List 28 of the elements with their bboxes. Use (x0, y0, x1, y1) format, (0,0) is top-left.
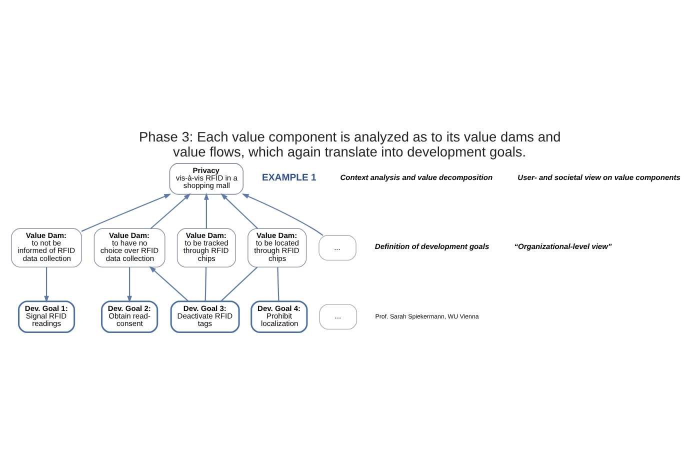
connector (277, 267, 280, 302)
connector (220, 266, 258, 302)
diagram-title: Phase 3: Each value component is analyzed as to its value dams and value flows, which again translate into development goals. (139, 129, 561, 160)
node-box: Privacy vis-à-vis RFID in a shopping mall (169, 163, 244, 195)
node-box: ... (318, 235, 356, 261)
node-box: ... (319, 304, 358, 330)
node-box: Value Dam: to be tracked through RFID chips (176, 228, 236, 268)
node-box: Dev. Goal 1: Signal RFID readings (18, 300, 76, 333)
label: Definition of development goals (374, 242, 490, 252)
label: “Organizational-level view” (514, 242, 612, 252)
label: Context analysis and value decomposition (340, 173, 493, 182)
node-box: Dev. Goal 2: Obtain read-consent (101, 300, 158, 333)
node-box: Value Dam: to have no choice over RFID data collection (94, 228, 166, 268)
arrow (150, 193, 191, 229)
arrow (204, 192, 209, 229)
arrow (81, 194, 172, 232)
node-box: Value Dam: to not be informed of RFID data collection (11, 228, 82, 268)
arrow (127, 267, 132, 303)
node-box: Dev. Goal 3: Deactivate RFID tags (170, 300, 240, 333)
arrow (44, 267, 49, 303)
arrow (220, 193, 258, 229)
connector (204, 267, 207, 302)
node-box: Dev. Goal 4: Prohibit localization (250, 300, 308, 333)
arrow (149, 266, 189, 302)
node-box: Value Dam: to be located through RFID chips (248, 228, 307, 268)
arrow (242, 194, 324, 236)
label: EXAMPLE 1 (262, 172, 316, 184)
label: User- and societal view on value components (518, 173, 680, 182)
